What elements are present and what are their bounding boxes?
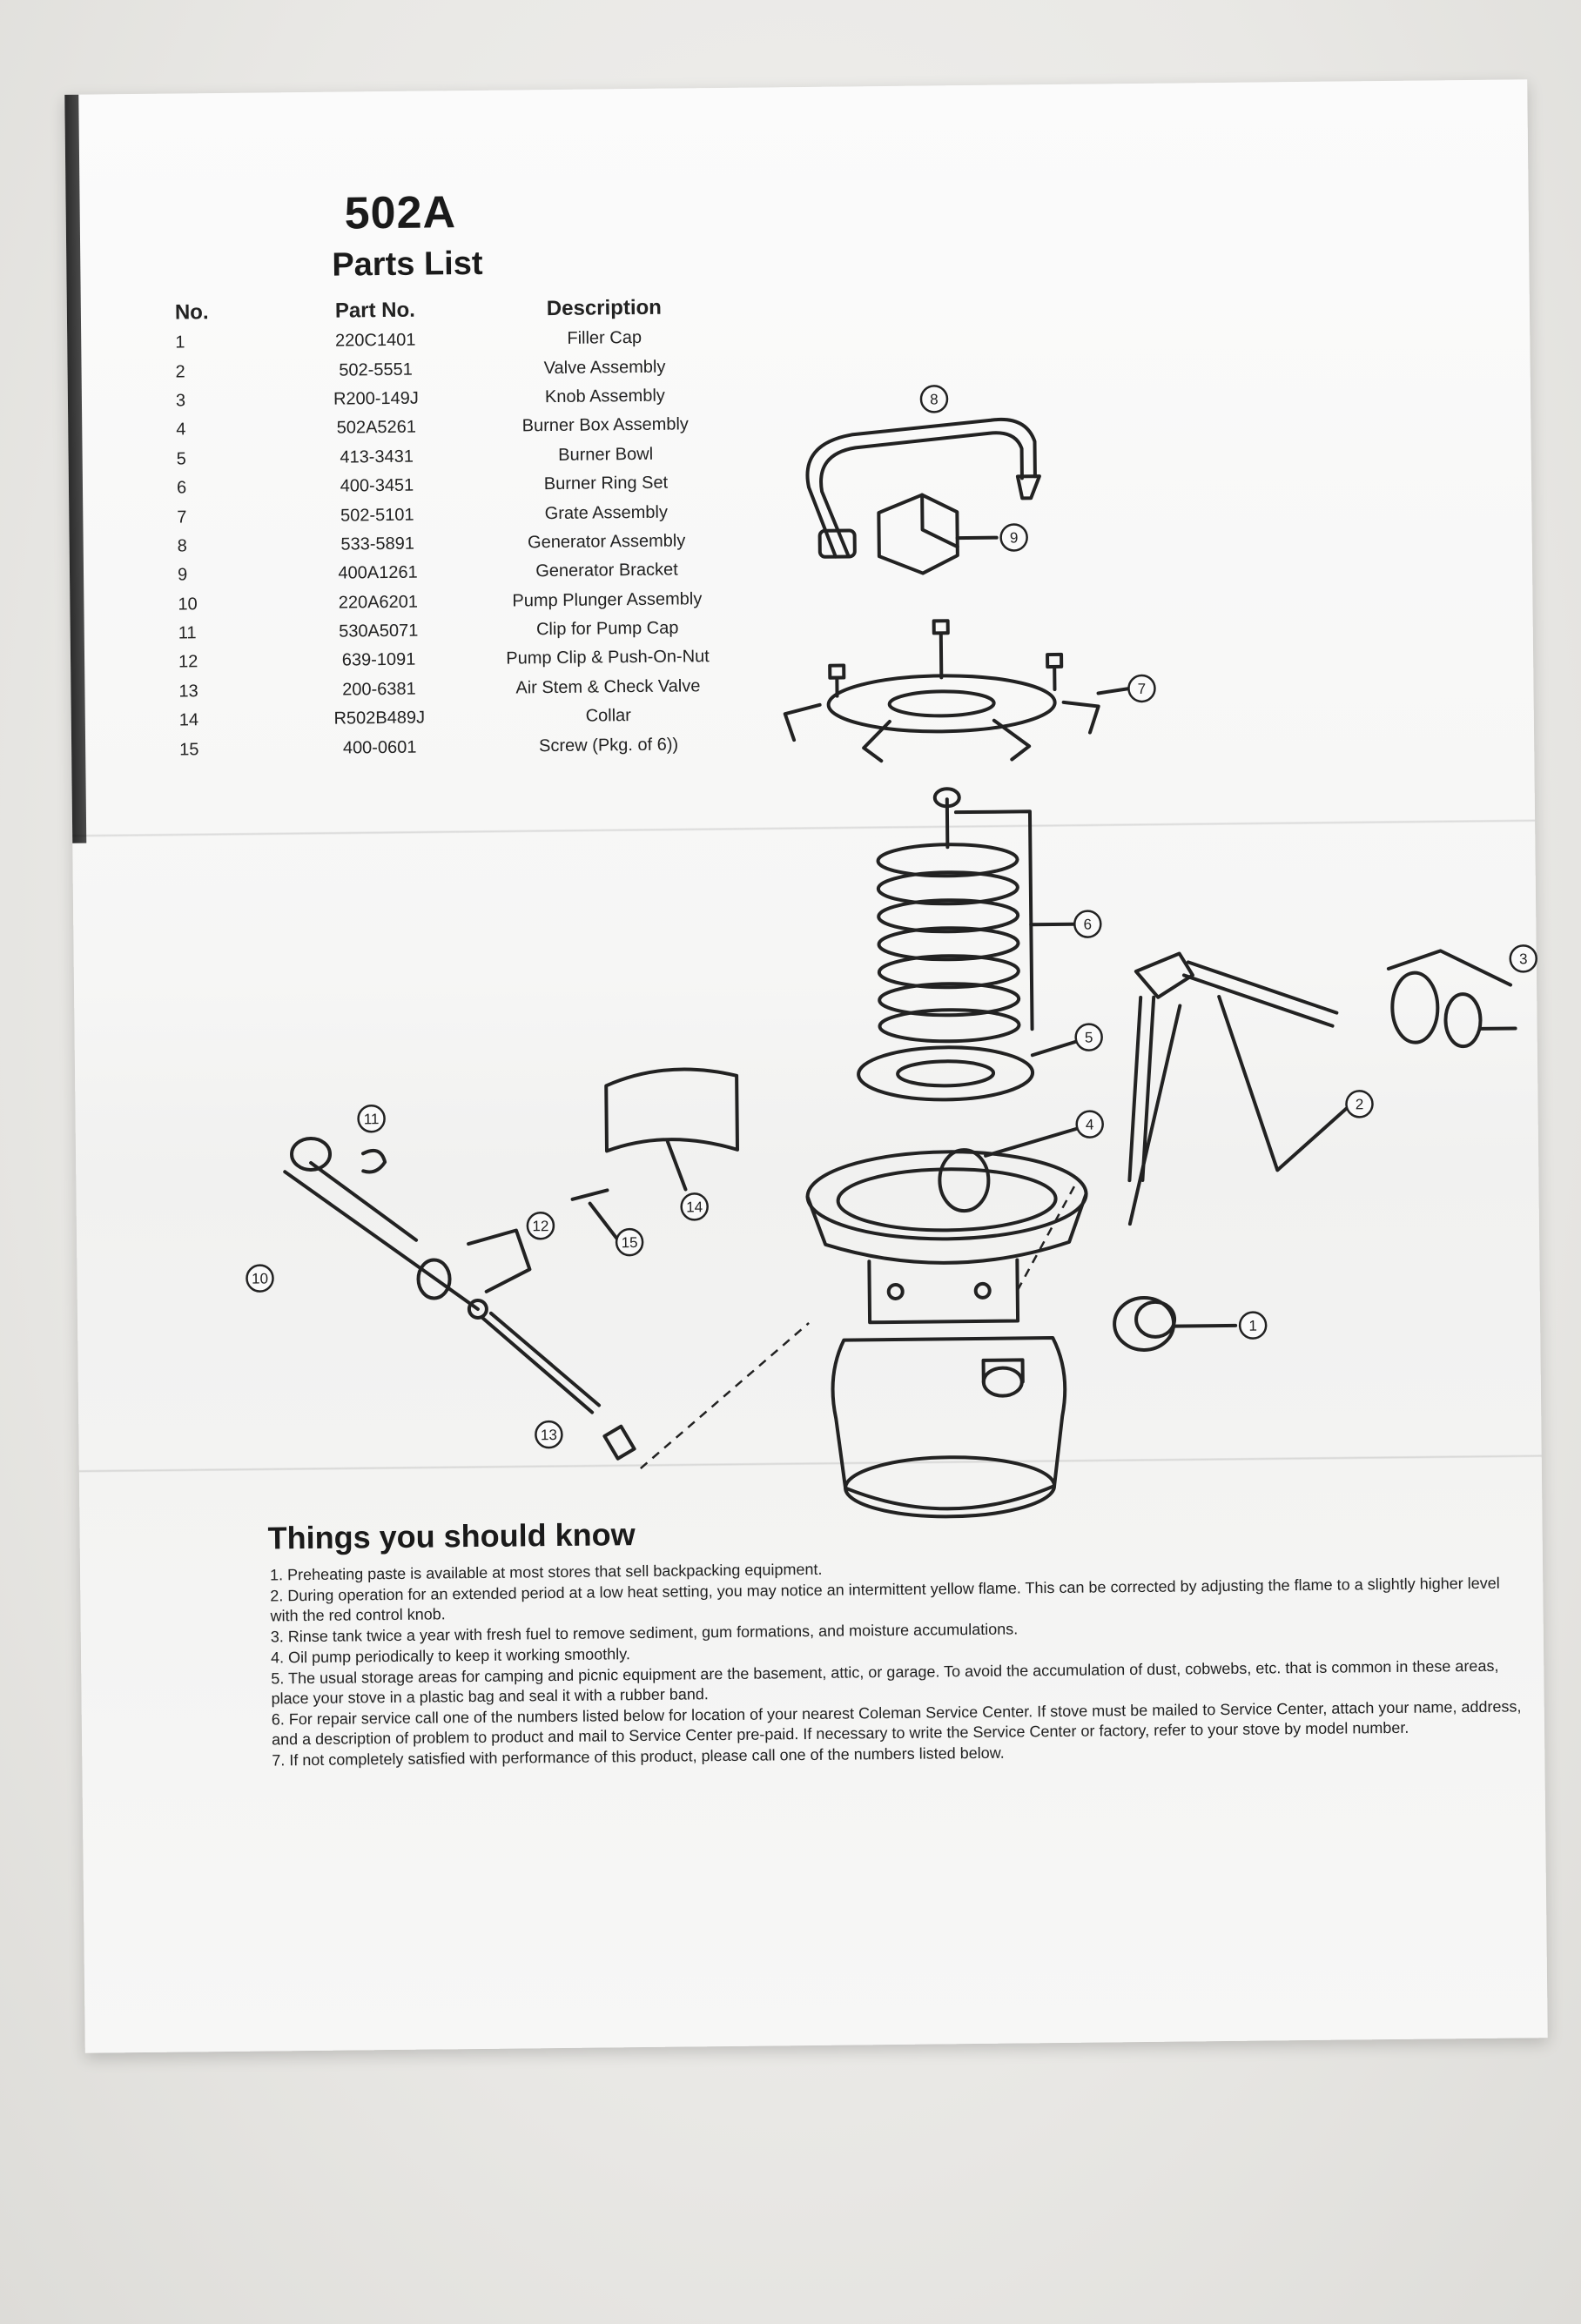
callout-circle (919, 385, 949, 413)
burner-bowl-drawing (857, 1039, 1078, 1102)
callout-label: 14 (686, 1199, 703, 1215)
callout-circle (357, 1104, 386, 1133)
knob-assembly-drawing (1386, 949, 1517, 1049)
callout-circle (526, 1211, 555, 1240)
callout-label: 12 (532, 1218, 548, 1234)
callout-label: 10 (252, 1270, 268, 1286)
callout-label: 6 (1083, 917, 1092, 933)
callout-4: 4 (1075, 1110, 1104, 1138)
callout-5: 5 (1074, 1023, 1103, 1051)
callout-3: 3 (1509, 944, 1538, 973)
pump-plunger-drawing (283, 1136, 636, 1461)
callout-12: 12 (526, 1211, 555, 1240)
callout-circle (1127, 674, 1156, 703)
callout-7: 7 (1127, 674, 1156, 703)
callout-circle (246, 1264, 274, 1293)
callout-circle (615, 1227, 644, 1257)
callout-label: 2 (1356, 1096, 1364, 1112)
callout-circle (1509, 944, 1538, 973)
sheet-spine (64, 94, 87, 843)
callout-label: 8 (930, 391, 939, 407)
callout-circle (1238, 1311, 1268, 1340)
generator-assembly-drawing (805, 417, 1041, 559)
callout-8: 8 (919, 385, 949, 413)
callout-circle (1345, 1090, 1374, 1118)
callout-label: 3 (1519, 950, 1528, 967)
callout-label: 7 (1138, 681, 1147, 697)
callout-label: 4 (1086, 1117, 1094, 1133)
callout-11: 11 (357, 1104, 386, 1133)
dashed-connector (1016, 1180, 1079, 1292)
callout-2: 2 (1345, 1090, 1374, 1118)
callout-label: 13 (541, 1427, 557, 1443)
notes-title: Things you should know (267, 1516, 636, 1556)
callout-label: 1 (1248, 1318, 1257, 1334)
screw-drawing (570, 1188, 619, 1240)
callout-circle (1073, 910, 1102, 938)
callout-6: 6 (1073, 910, 1102, 938)
callout-circle (1075, 1110, 1104, 1138)
dashed-connector (640, 1322, 810, 1469)
callout-13: 13 (535, 1420, 563, 1449)
model-number: 502A (344, 187, 457, 239)
callout-circle (680, 1192, 709, 1221)
instruction-sheet: 502A Parts List No. Part No. Description… (64, 79, 1548, 2053)
generator-bracket-drawing (877, 493, 999, 575)
callout-label: 5 (1085, 1030, 1093, 1046)
callout-1: 1 (1238, 1311, 1268, 1340)
callout-15: 15 (615, 1227, 644, 1257)
notes-list: 1. Preheating paste is available at most… (270, 1552, 1525, 1771)
burner-box-and-tank-drawing (805, 1126, 1088, 1519)
callout-label: 9 (1010, 529, 1019, 546)
collar-drawing (604, 1067, 739, 1192)
callout-circle (999, 523, 1028, 552)
valve-assembly-drawing (1127, 951, 1349, 1226)
callout-10: 10 (246, 1264, 274, 1293)
callout-label: 15 (622, 1234, 638, 1251)
callout-9: 9 (999, 523, 1028, 552)
callout-circle (535, 1420, 563, 1449)
callout-label: 11 (364, 1111, 380, 1127)
grate-assembly-drawing (783, 619, 1131, 763)
burner-ring-set-drawing (876, 787, 1077, 1044)
filler-cap-drawing (1113, 1295, 1238, 1352)
callout-14: 14 (680, 1192, 709, 1221)
callout-circle (1074, 1023, 1103, 1051)
